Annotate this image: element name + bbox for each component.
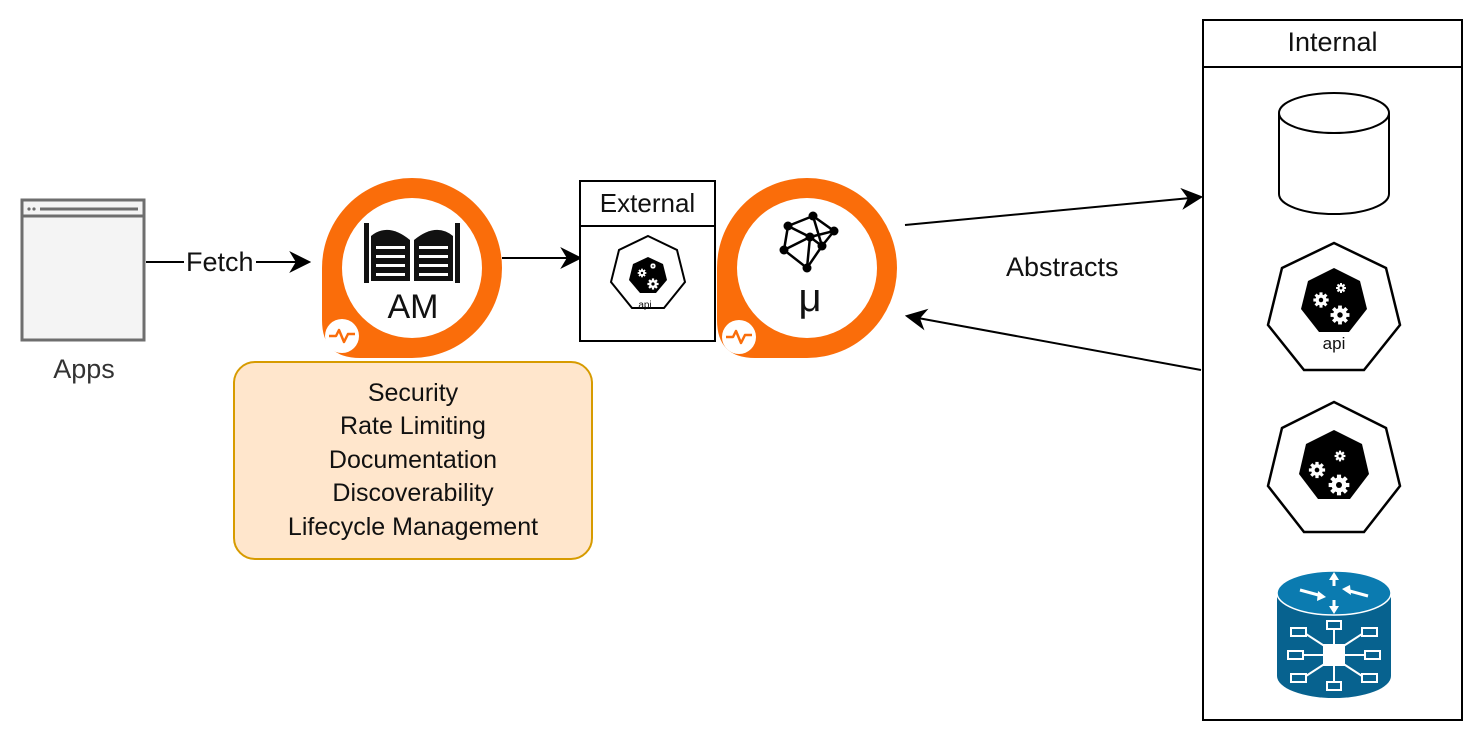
api-label-small: api [638, 300, 652, 311]
am-gateway-icon [322, 178, 502, 358]
feature-lifecycle-management: Lifecycle Management [287, 512, 539, 541]
fetch-label: Fetch [184, 247, 256, 278]
router-icon [1276, 570, 1392, 698]
kubernetes-api-large-icon [1266, 241, 1402, 372]
am-label: AM [387, 288, 439, 326]
kubernetes-api-icon [609, 234, 687, 309]
mesh-network-icon [779, 211, 839, 273]
feature-discoverability: Discoverability [332, 479, 494, 508]
api-label-large: api [1322, 334, 1346, 353]
internal-title: Internal [1287, 27, 1378, 57]
external-title: External [599, 188, 696, 218]
abstracts-label: Abstracts [1006, 252, 1119, 282]
database-icon [1278, 92, 1390, 215]
abstracts-out-arrow [904, 187, 1204, 226]
kubernetes-service-icon [1266, 400, 1402, 534]
apps-label: Apps [53, 354, 115, 384]
browser-window-icon [20, 198, 146, 342]
saloon-doors-icon [364, 223, 460, 283]
abstracts-in-arrow [904, 308, 1202, 371]
feature-documentation: Documentation [328, 445, 498, 474]
feature-rate-limiting: Rate Limiting [340, 412, 486, 441]
mu-label: μ [798, 276, 822, 320]
features-box: Security Rate Limiting Documentation Dis… [233, 361, 593, 560]
feature-security: Security [367, 378, 459, 407]
